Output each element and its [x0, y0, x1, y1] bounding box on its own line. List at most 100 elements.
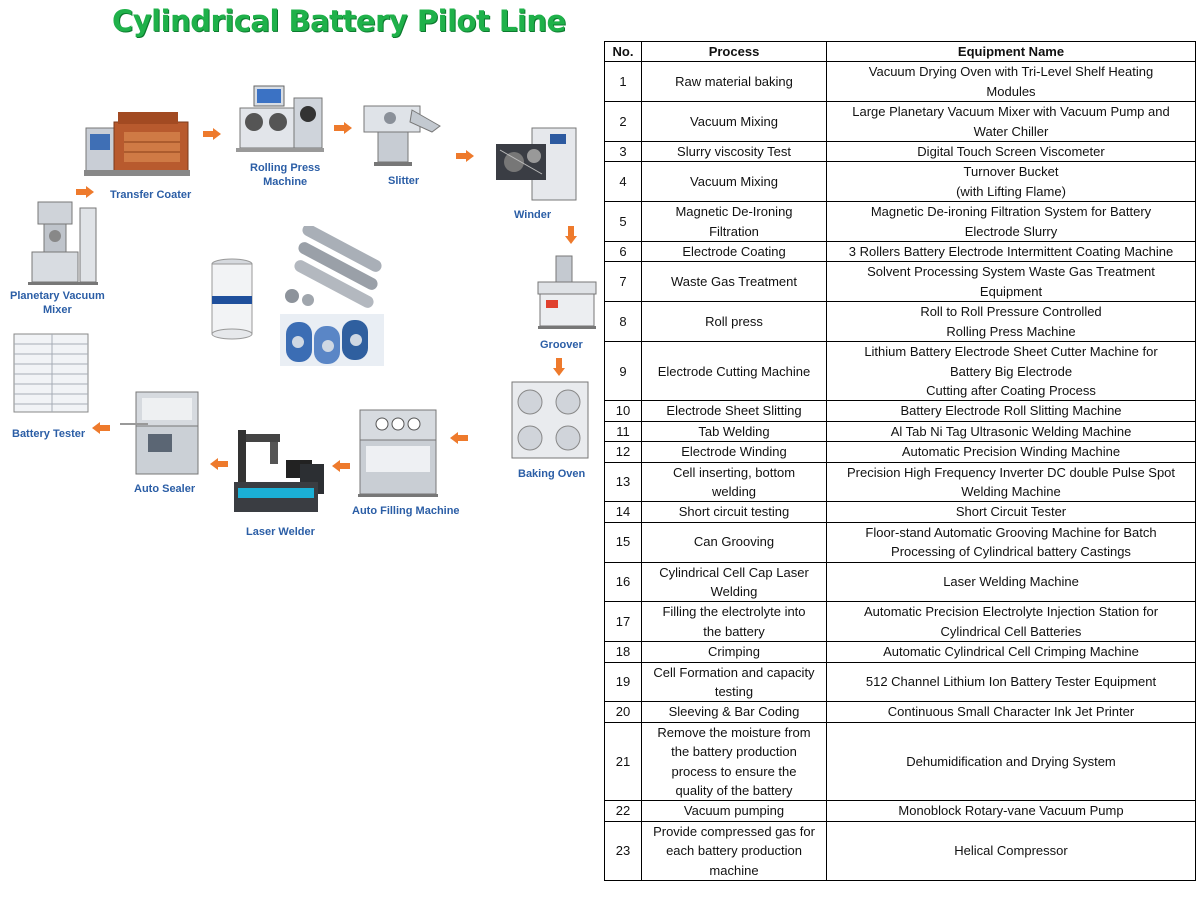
cell-process: Cell inserting, bottom welding [641, 461, 827, 503]
cell-process: Provide compressed gas for each battery … [641, 820, 827, 882]
slitter-label: Slitter [388, 175, 420, 187]
cell-equipment: Dehumidification and Drying System [826, 721, 1196, 802]
cell-no: 15 [604, 521, 642, 563]
flow-arrow-down-icon [565, 226, 577, 244]
cell-no: 3 [604, 141, 642, 163]
cell-process: Vacuum Mixing [641, 101, 827, 143]
flow-arrow-left-icon [92, 422, 110, 434]
cell-process: Electrode Sheet Slitting [641, 400, 827, 422]
cell-equipment: Short Circuit Tester [826, 501, 1196, 523]
cell-process: Short circuit testing [641, 501, 827, 523]
groover-image [532, 254, 602, 330]
cell-process: Vacuum pumping [641, 800, 827, 822]
cell-process: Electrode Coating [641, 241, 827, 263]
cell-no: 23 [604, 820, 642, 882]
cell-process: Raw material baking [641, 61, 827, 103]
column-header-equipment: Equipment Name [826, 40, 1196, 63]
auto-filling-label: Auto Filling Machine [352, 505, 460, 517]
flow-arrow-icon [456, 150, 474, 162]
transfer-coater-image [84, 108, 194, 180]
cell-no: 16 [604, 561, 642, 603]
cell-equipment: Monoblock Rotary-vane Vacuum Pump [826, 800, 1196, 822]
cell-equipment: Roll to Roll Pressure Controlled Rolling… [826, 301, 1196, 343]
rolling-press-label: Rolling Press Machine [250, 162, 321, 188]
cell-process: Filling the electrolyte into the battery [641, 601, 827, 643]
flow-arrow-left-icon [450, 432, 468, 444]
baking-oven-label: Baking Oven [518, 468, 586, 480]
cell-no: 12 [604, 441, 642, 463]
planetary-mixer-label: Planetary Vacuum Mixer [10, 290, 105, 316]
battery-tester-image [12, 332, 92, 416]
cell-no: 13 [604, 461, 642, 503]
cell-process: Slurry viscosity Test [641, 141, 827, 163]
table-header-row: No. Process Equipment Name [604, 40, 1196, 63]
cell-process: Cell Formation and capacity testing [641, 661, 827, 703]
battery-tester-label: Battery Tester [12, 428, 86, 440]
cell-equipment: Continuous Small Character Ink Jet Print… [826, 701, 1196, 723]
cell-equipment: Automatic Precision Electrolyte Injectio… [826, 601, 1196, 643]
laser-welder-label: Laser Welder [246, 526, 315, 538]
cell-no: 17 [604, 601, 642, 643]
cell-no: 8 [604, 301, 642, 343]
cell-equipment: Lithium Battery Electrode Sheet Cutter M… [826, 341, 1196, 402]
cell-process: Sleeving & Bar Coding [641, 701, 827, 723]
cell-equipment: Turnover Bucket (with Lifting Flame) [826, 161, 1196, 203]
auto-sealer-image [118, 390, 204, 478]
flow-arrow-icon [334, 122, 352, 134]
cell-process: Roll press [641, 301, 827, 343]
cell-process: Waste Gas Treatment [641, 261, 827, 303]
flow-arrow-left-icon [332, 460, 350, 472]
transfer-coater-label: Transfer Coater [110, 189, 192, 201]
flow-arrow-icon [203, 128, 221, 140]
laser-welder-image [230, 424, 328, 516]
winder-label: Winder [514, 209, 552, 221]
cell-no: 9 [604, 341, 642, 402]
cell-no: 11 [604, 420, 642, 443]
cell-process: Remove the moisture from the battery pro… [641, 721, 827, 802]
cell-equipment: Automatic Cylindrical Cell Crimping Mach… [826, 641, 1196, 663]
cell-process: Electrode Winding [641, 441, 827, 463]
cell-no: 2 [604, 101, 642, 143]
cell-no: 22 [604, 800, 642, 822]
cell-no: 18 [604, 641, 642, 663]
cell-equipment: Automatic Precision Winding Machine [826, 441, 1196, 463]
cell-no: 21 [604, 721, 642, 802]
baking-oven-image [510, 380, 590, 462]
battery-cell-image [210, 258, 254, 340]
groover-label: Groover [540, 339, 583, 351]
cell-process: Tab Welding [641, 420, 827, 443]
flow-arrow-left-icon [210, 458, 228, 470]
rolling-press-image [230, 84, 326, 154]
cell-process: Vacuum Mixing [641, 161, 827, 203]
column-header-no: No. [604, 40, 642, 63]
cell-equipment: 3 Rollers Battery Electrode Intermittent… [826, 241, 1196, 263]
cell-equipment: Helical Compressor [826, 820, 1196, 882]
cell-process: Electrode Cutting Machine [641, 341, 827, 402]
cell-equipment: Magnetic De-ironing Filtration System fo… [826, 201, 1196, 243]
page-title: Cylindrical Battery Pilot Line [112, 4, 566, 38]
battery-components-image [276, 226, 388, 372]
cell-process: Crimping [641, 641, 827, 663]
cell-equipment: Battery Electrode Roll Slitting Machine [826, 400, 1196, 422]
cell-no: 19 [604, 661, 642, 703]
